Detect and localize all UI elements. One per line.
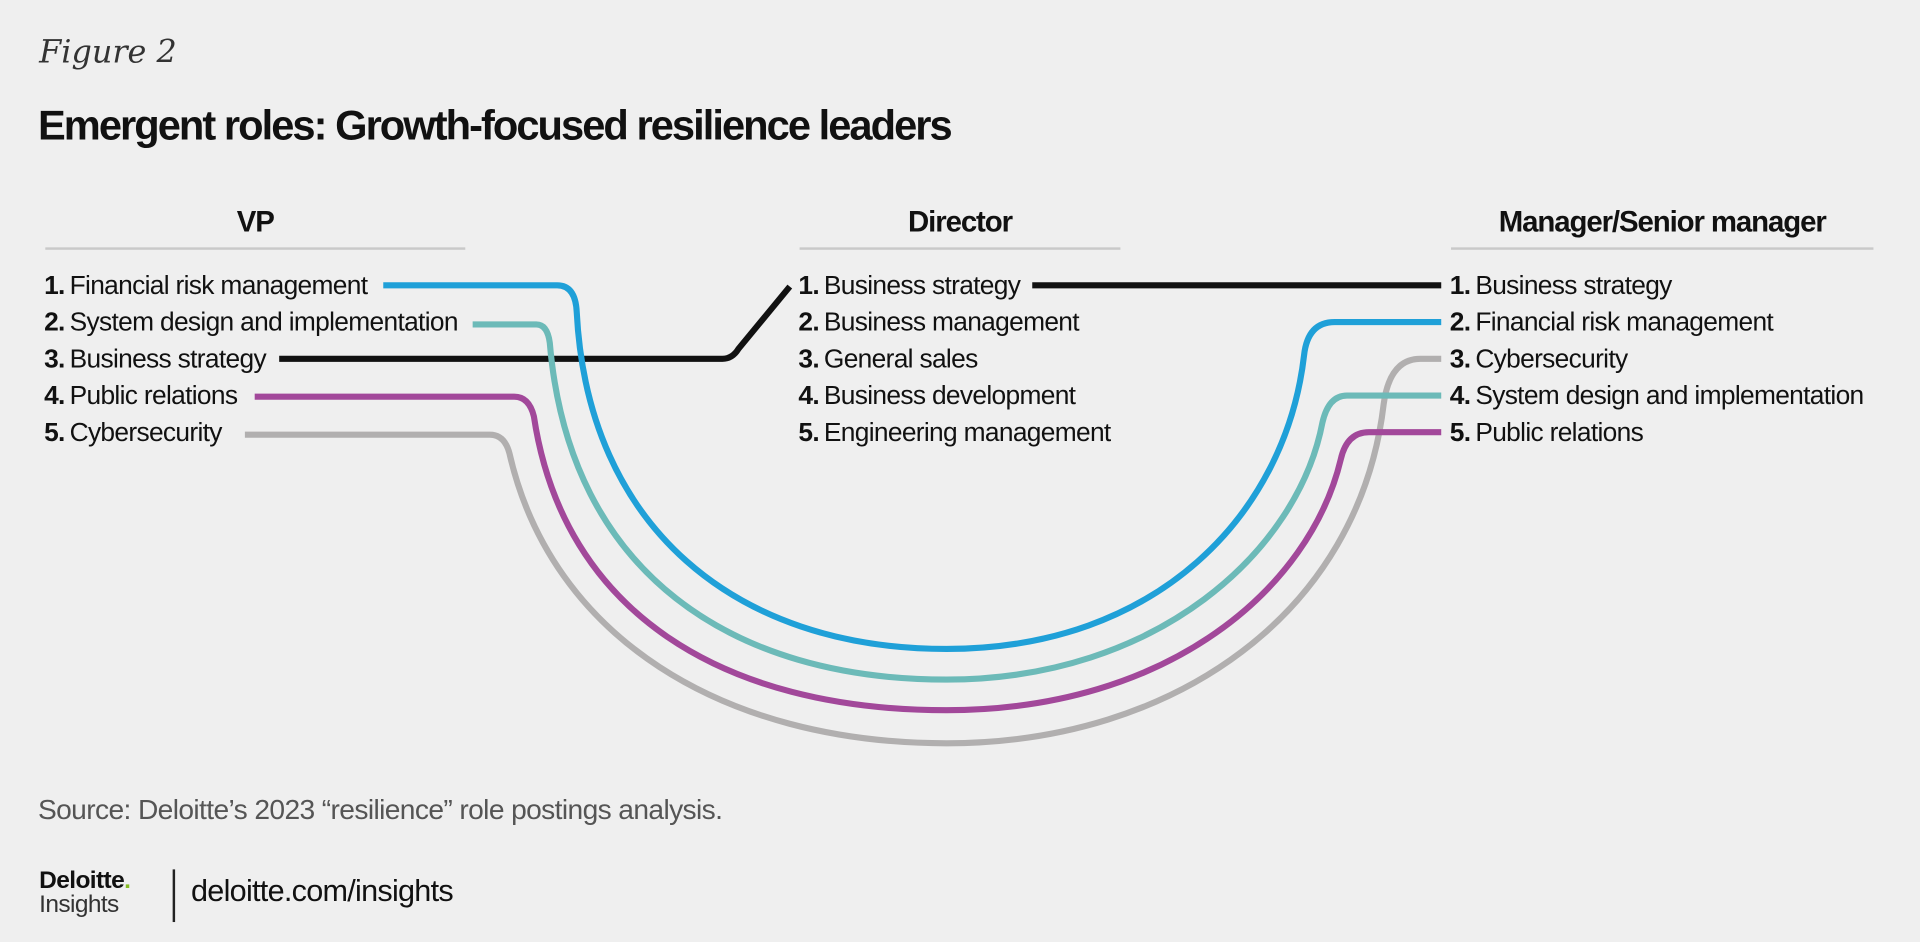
source-note: Source: Deloitte’s 2023 “resilience” rol… [37,793,723,826]
list-item: 4.Business development [798,380,1076,411]
list-item: 4.Public relations [44,380,238,411]
insights-logo-text: Insights [39,891,119,919]
director-list: 1.Business strategy 2.Business managemen… [798,267,1111,451]
line-public-relations [254,393,1442,714]
column-heading-vp: VP [45,206,466,250]
list-item: 5.Engineering management [798,417,1111,447]
list-item: 4.System design and implementation [1449,380,1864,411]
figure-label: Figure 2 [39,34,177,72]
list-item: 2.System design and implementation [44,307,458,337]
deloitte-logo: Deloitte. [39,866,131,894]
line-business-strategy-vp-director [279,284,793,362]
column-heading-manager: Manager/Senior manager [1451,206,1874,250]
list-item: 3.Business strategy [44,344,267,374]
footer-url-link[interactable]: deloitte.com/insights [191,874,454,909]
vp-list: 1.Financial risk management 2.System des… [44,267,458,451]
list-item: 1.Business strategy [1449,270,1673,301]
line-system-design [472,321,1442,683]
list-item: 5.Public relations [1449,417,1644,447]
list-item: 3.Cybersecurity [1449,344,1628,374]
chart-title: Emergent roles: Growth-focused resilienc… [37,102,953,150]
line-financial-risk [383,282,1442,653]
manager-list: 1.Business strategy 2.Financial risk man… [1450,267,1864,451]
list-item: 1.Financial risk management [44,270,368,301]
list-item: 5.Cybersecurity [44,417,222,447]
footer-divider [172,869,176,923]
list-item: 1.Business strategy [798,270,1021,301]
list-item: 2.Financial risk management [1449,307,1774,337]
list-item: 2.Business management [798,307,1079,337]
column-heading-director: Director [799,206,1121,250]
list-item: 3.General sales [798,344,978,374]
line-cybersecurity [244,355,1442,747]
